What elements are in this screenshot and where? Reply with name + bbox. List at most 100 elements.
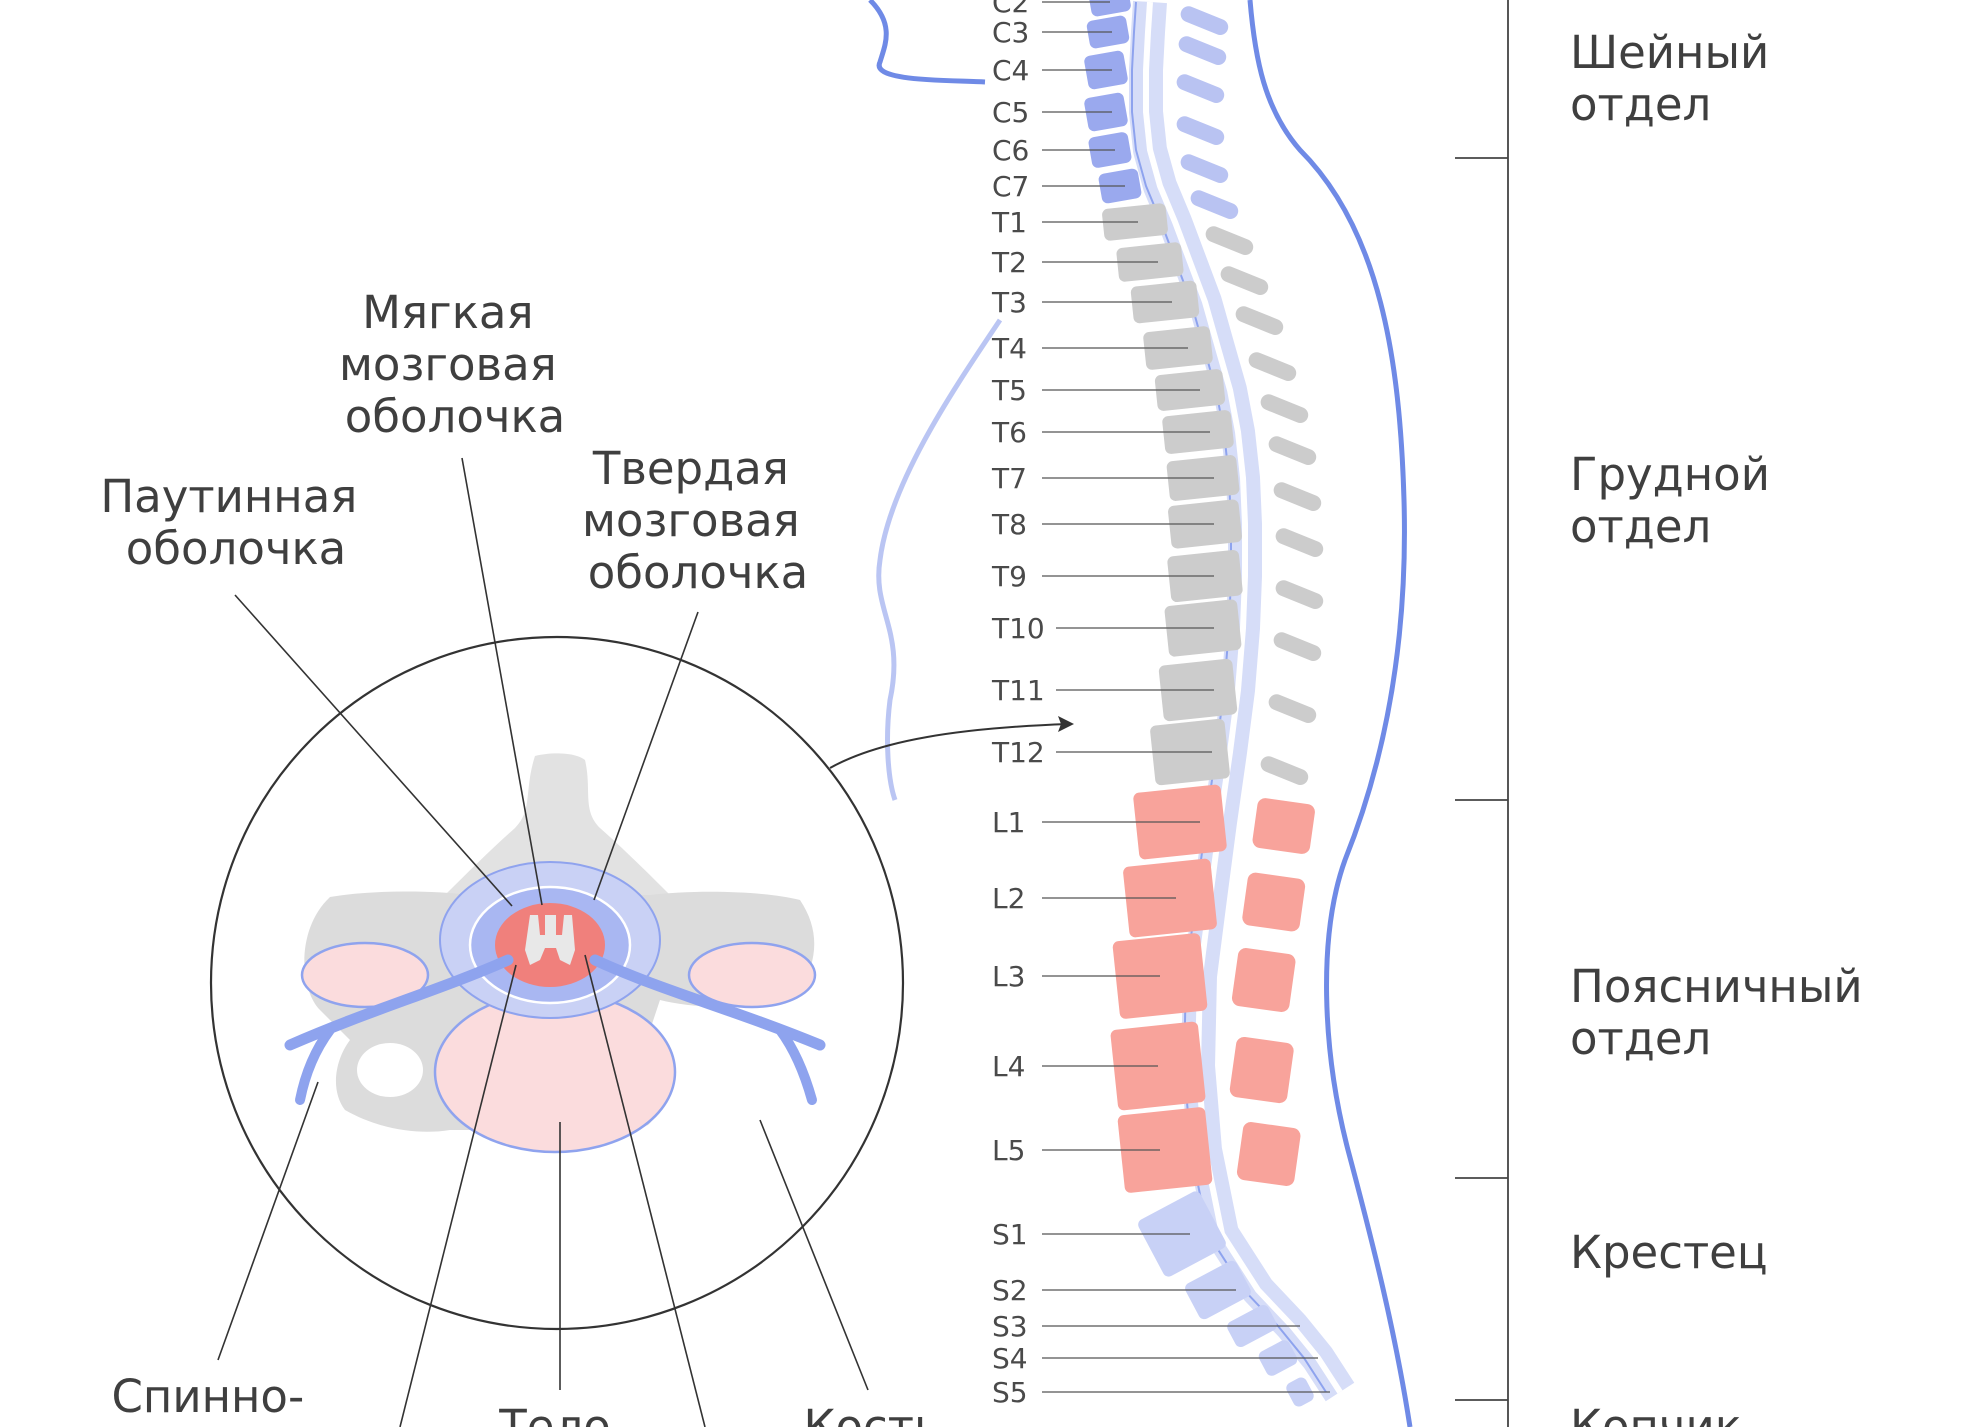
label-pia-line1: Мягкая bbox=[362, 286, 533, 339]
vertebra-process-t2 bbox=[1220, 266, 1269, 296]
zoom-arrowhead bbox=[1058, 716, 1074, 732]
vertebra-label-l4: L4 bbox=[992, 1050, 1025, 1083]
spinal-canal-edge bbox=[1131, 1, 1327, 1393]
leader-spinal-nerve bbox=[217, 1081, 319, 1361]
cs-facet-right bbox=[687, 941, 817, 1009]
vertebra-label-s5: S5 bbox=[992, 1376, 1028, 1409]
vertebra-process-l4 bbox=[1229, 1036, 1294, 1104]
vertebra-label-c2: C2 bbox=[992, 0, 1029, 19]
vertebra-process-l3 bbox=[1231, 948, 1296, 1013]
vertebra-process-t7 bbox=[1273, 482, 1322, 512]
region-label-lumbar-line1: Поясничный bbox=[1570, 960, 1863, 1013]
region-label-cervical: Шейный отдел bbox=[1570, 26, 1784, 131]
vertebra-label-t6: T6 bbox=[991, 416, 1027, 449]
vertebra-process-t3 bbox=[1235, 306, 1284, 336]
label-body: Тело bbox=[498, 1400, 610, 1427]
label-arachnoid-line1: Паутинная bbox=[100, 470, 357, 523]
label-arachnoid: Паутинная оболочка bbox=[100, 470, 371, 575]
vertebra-label-c7: C7 bbox=[992, 170, 1029, 203]
vertebra-label-t3: T3 bbox=[991, 286, 1027, 319]
vertebra-process-t8 bbox=[1275, 528, 1324, 558]
vertebra-process-l2 bbox=[1242, 872, 1306, 932]
vertebra-process-c7 bbox=[1190, 190, 1239, 220]
vertebra-label-t9: T9 bbox=[991, 560, 1027, 593]
vertebra-label-t1: T1 bbox=[991, 206, 1027, 239]
label-dura: Твердая мозговая оболочка bbox=[582, 442, 814, 599]
zoom-arrow bbox=[829, 723, 1069, 769]
vertebra-label-t8: T8 bbox=[991, 508, 1027, 541]
region-label-thoracic-line1: Грудной bbox=[1570, 448, 1770, 501]
vertebra-label-l5: L5 bbox=[992, 1134, 1025, 1167]
vertebra-label-s1: S1 bbox=[992, 1218, 1028, 1251]
vertebra-label-t2: T2 bbox=[991, 246, 1027, 279]
vertebra-body-l5 bbox=[1117, 1107, 1213, 1193]
leader-gray-matter bbox=[584, 954, 706, 1427]
vertebra-process-t6 bbox=[1268, 436, 1317, 466]
cs-nerve-branch-left bbox=[295, 1025, 335, 1105]
vertebra-label-t5: T5 bbox=[991, 374, 1027, 407]
region-label-lumbar-line2: отдел bbox=[1570, 1012, 1711, 1065]
vertebra-label-t10: T10 bbox=[991, 612, 1045, 645]
vertebra-label-l2: L2 bbox=[992, 882, 1025, 915]
vertebra-process-t4 bbox=[1248, 352, 1297, 382]
vertebra-label-l1: L1 bbox=[992, 806, 1025, 839]
vertebra-process-c4 bbox=[1176, 74, 1225, 104]
vertebra-label-c3: C3 bbox=[992, 16, 1029, 49]
label-dura-line3: оболочка bbox=[588, 546, 808, 599]
leader-white-matter bbox=[399, 964, 517, 1427]
label-bone: Кость bbox=[804, 1400, 941, 1427]
spinous-processes bbox=[1176, 6, 1324, 1187]
region-label-lumbar: Поясничный отдел bbox=[1570, 960, 1877, 1065]
leader-dura bbox=[593, 611, 699, 901]
label-pia-line3: оболочка bbox=[345, 390, 565, 443]
cs-facet-left bbox=[300, 941, 430, 1009]
vertebra-label-t7: T7 bbox=[991, 462, 1027, 495]
region-label-sacrum: Крестец bbox=[1570, 1226, 1767, 1279]
region-label-cervical-line2: отдел bbox=[1570, 78, 1711, 131]
vertebra-process-c5 bbox=[1176, 116, 1225, 146]
cs-nerve-root-left bbox=[284, 954, 514, 1051]
cs-foramen-left bbox=[357, 1043, 423, 1097]
vertebra-label-s4: S4 bbox=[992, 1342, 1028, 1375]
region-label-cervical-line1: Шейный bbox=[1570, 26, 1769, 79]
label-pia-line2: мозговая bbox=[339, 338, 557, 391]
vertebra-process-t1 bbox=[1205, 226, 1254, 256]
label-arachnoid-line2: оболочка bbox=[126, 522, 346, 575]
vertebra-process-t9 bbox=[1275, 580, 1324, 610]
label-spinal-nerve-line2: мозговой bbox=[105, 1422, 325, 1427]
vertebra-process-t10 bbox=[1273, 632, 1322, 662]
vertebra-process-c6 bbox=[1180, 154, 1229, 184]
vertebra-label-s3: S3 bbox=[992, 1310, 1028, 1343]
back-contour bbox=[1247, 0, 1413, 1427]
vertebra-labels: C2C3C4C5C6C7T1T2T3T4T5T6T7T8T9T10T11T12L… bbox=[991, 0, 1330, 1409]
spinal-canal bbox=[1129, 0, 1355, 1402]
vertebra-label-t4: T4 bbox=[991, 332, 1027, 365]
region-label-thoracic: Грудной отдел bbox=[1570, 448, 1784, 553]
label-dura-line1: Твердая bbox=[592, 442, 789, 495]
cs-gray-matter bbox=[525, 915, 575, 965]
vertebra-process-c2 bbox=[1180, 6, 1229, 36]
region-label-thoracic-line2: отдел bbox=[1570, 500, 1711, 553]
vertebra-label-c4: C4 bbox=[992, 54, 1029, 87]
spinal-cord-line bbox=[1143, 1, 1343, 1394]
leader-pia bbox=[461, 457, 543, 906]
vertebra-process-l1 bbox=[1252, 798, 1315, 854]
cross-section-vertebra bbox=[284, 753, 826, 1154]
vertebra-label-t11: T11 bbox=[991, 674, 1045, 707]
vertebra-process-t11 bbox=[1268, 694, 1317, 724]
vertebra-label-s2: S2 bbox=[992, 1274, 1028, 1307]
front-nerve-line bbox=[868, 0, 986, 85]
vertebra-label-c5: C5 bbox=[992, 96, 1029, 129]
vertebra-process-t5 bbox=[1260, 394, 1309, 424]
vertebra-process-c3 bbox=[1178, 36, 1227, 66]
leader-bone bbox=[759, 1119, 869, 1391]
label-pia: Мягкая мозговая оболочка bbox=[339, 286, 571, 443]
label-dura-line2: мозговая bbox=[582, 494, 800, 547]
region-label-coccyx: Копчик bbox=[1570, 1400, 1742, 1427]
vertebra-process-l5 bbox=[1236, 1122, 1301, 1187]
cs-nerve-root-right bbox=[589, 954, 826, 1051]
cs-spinous-process bbox=[440, 753, 675, 900]
cs-nerve-branch-right bbox=[775, 1025, 817, 1105]
vertebra-process-t12 bbox=[1260, 756, 1309, 786]
